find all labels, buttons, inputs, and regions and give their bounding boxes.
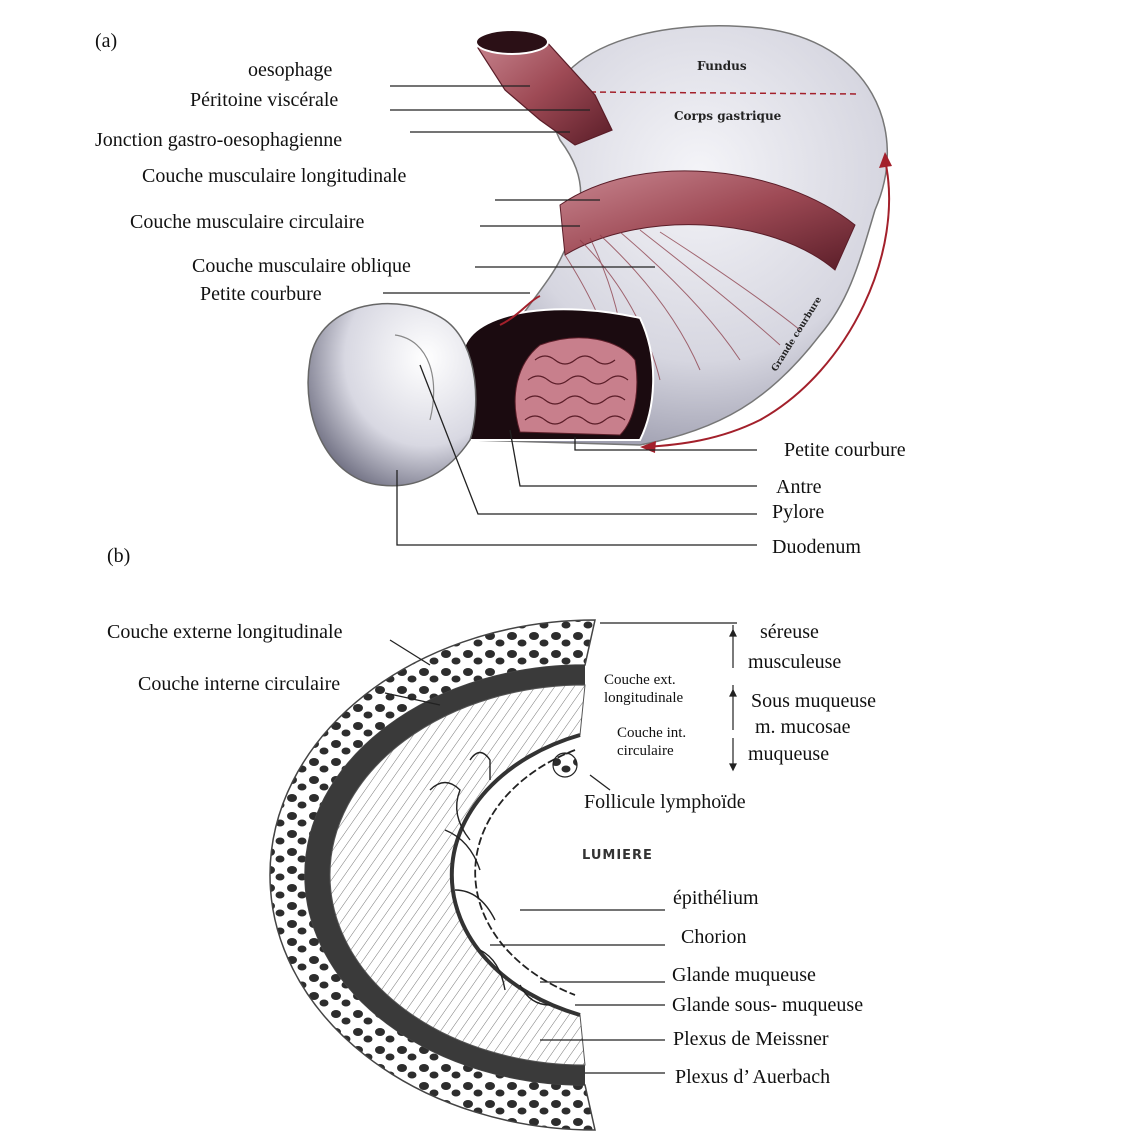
label-petite-courbure-left: Petite courbure: [200, 283, 322, 305]
panel-a-right-labels: Petite courbure Antre Pylore Duodenum: [772, 439, 906, 558]
label-follicule: Follicule lymphoïde: [584, 791, 746, 813]
panel-b-right-labels: épithélium Chorion Glande muqueuse Gland…: [672, 887, 863, 1088]
label-couche-oblique: Couche musculaire oblique: [192, 255, 411, 277]
label-pylore: Pylore: [772, 501, 824, 523]
label-petite-courbure-right: Petite courbure: [784, 439, 906, 461]
duodenum-shape: [308, 304, 476, 486]
label-inner-ext-1: Couche ext.: [604, 672, 676, 688]
label-couche-interne: Couche interne circulaire: [138, 673, 340, 695]
label-couche-externe: Couche externe longitudinale: [107, 621, 343, 643]
label-inner-int-2: circulaire: [617, 743, 674, 759]
label-glande-muqueuse: Glande muqueuse: [672, 964, 816, 986]
label-antre: Antre: [776, 476, 822, 498]
label-lumiere: LUMIERE: [582, 848, 653, 863]
label-sereuse: séreuse: [760, 621, 819, 643]
label-epithelium: épithélium: [673, 887, 759, 909]
label-plexus-auerbach: Plexus d’ Auerbach: [675, 1066, 830, 1088]
label-musculeuse: musculeuse: [748, 651, 841, 673]
label-duodenum: Duodenum: [772, 536, 861, 558]
oesophagus-opening: [476, 30, 548, 54]
label-oesophage: oesophage: [248, 59, 333, 81]
label-chorion: Chorion: [681, 926, 747, 948]
wall-cross-section: [270, 620, 595, 1130]
label-sous-muqueuse: Sous muqueuse: [751, 690, 876, 712]
gastric-folds: [515, 338, 637, 435]
panel-b-inner-labels: Couche ext. longitudinale Couche int. ci…: [604, 672, 686, 759]
fundus-label: Fundus: [697, 59, 747, 73]
label-muqueuse: muqueuse: [748, 743, 829, 765]
label-m-mucosae: m. mucosae: [755, 716, 851, 738]
label-peritoine: Péritoine viscérale: [190, 89, 338, 111]
panel-b-tag: (b): [107, 545, 130, 567]
panel-b-left-labels: Couche externe longitudinale Couche inte…: [107, 621, 343, 695]
label-plexus-meissner: Plexus de Meissner: [673, 1028, 829, 1050]
label-couche-longitudinale: Couche musculaire longitudinale: [142, 165, 406, 187]
label-couche-circulaire: Couche musculaire circulaire: [130, 211, 364, 233]
lymphoid-follicle-shape: [553, 753, 577, 777]
label-inner-ext-2: longitudinale: [604, 690, 683, 706]
label-glande-sous-muqueuse: Glande sous- muqueuse: [672, 994, 863, 1016]
panel-a-left-labels: oesophage Péritoine viscérale Jonction g…: [95, 59, 411, 305]
layer-brackets: [730, 625, 736, 770]
label-jonction: Jonction gastro-oesophagienne: [95, 129, 342, 151]
panel-b-layer-labels: séreuse musculeuse Sous muqueuse m. muco…: [748, 621, 876, 765]
corps-gastrique-label: Corps gastrique: [674, 109, 782, 123]
label-inner-int-1: Couche int.: [617, 725, 686, 741]
panel-a-tag: (a): [95, 30, 117, 52]
